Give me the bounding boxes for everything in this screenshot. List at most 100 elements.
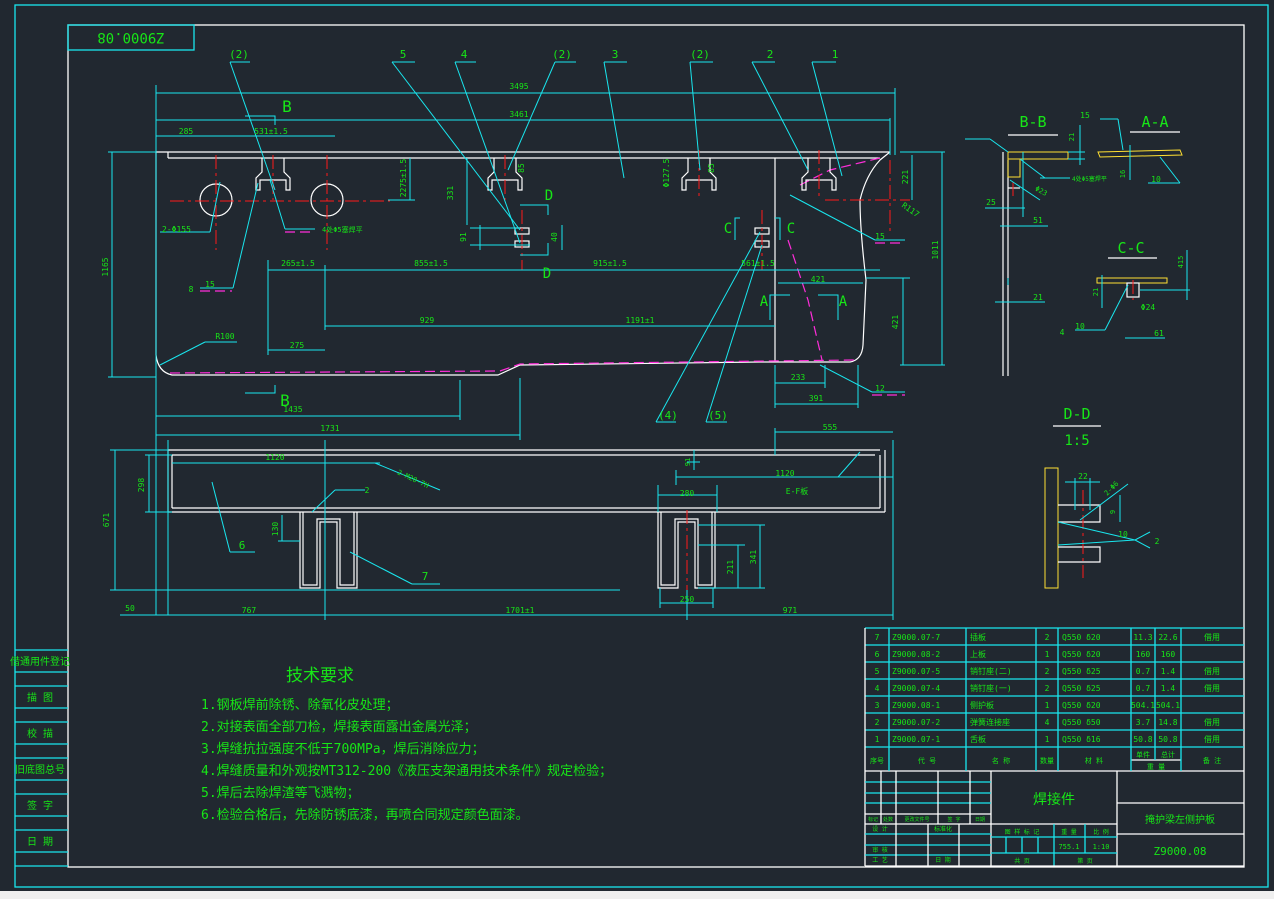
side-table-cell: 描 图 bbox=[27, 691, 53, 704]
dim-label: 1701±1 bbox=[506, 606, 535, 615]
svg-text:图 样 标 记: 图 样 标 记 bbox=[1005, 828, 1040, 836]
section-label: C bbox=[724, 221, 732, 237]
side-table-cell: 借通用件登记 bbox=[10, 655, 70, 668]
part-name: 焊接件 bbox=[1033, 791, 1075, 808]
bom-cell-note: 借用 bbox=[1204, 666, 1220, 676]
svg-text:更改文件号: 更改文件号 bbox=[904, 816, 929, 823]
bom-cell-material: Q550 δ50 bbox=[1062, 718, 1101, 727]
weld-size: 15 bbox=[205, 280, 215, 289]
dim-label: 21 bbox=[1092, 288, 1100, 296]
section-label: A bbox=[760, 294, 769, 310]
bom-cell-code: Z9000.07-5 bbox=[892, 667, 940, 676]
dim-label: 285 bbox=[179, 127, 194, 136]
dim-label: 391 bbox=[809, 394, 824, 403]
section-scale: 1:5 bbox=[1064, 433, 1089, 449]
weld-size: 15 bbox=[875, 232, 885, 241]
bom-cell-code: Z9000.07-2 bbox=[892, 718, 940, 727]
section-label: D bbox=[543, 266, 551, 282]
dim-label: 298 bbox=[137, 478, 146, 493]
bom-cell-qty: 2 bbox=[1045, 633, 1050, 642]
bom-cell-material: Q550 δ20 bbox=[1062, 650, 1101, 659]
balloon: 5 bbox=[400, 48, 407, 61]
weld-size: 12 bbox=[875, 384, 885, 393]
bom-cell-qty: 2 bbox=[1045, 684, 1050, 693]
balloon: (2) bbox=[690, 48, 710, 61]
bom-cell-code: Z9000.08-2 bbox=[892, 650, 940, 659]
dim-label: 421 bbox=[891, 315, 900, 330]
bom-header: 名 称 bbox=[992, 756, 1010, 765]
inner-frame bbox=[67, 24, 1245, 868]
dim-label: 9 bbox=[1109, 510, 1117, 514]
balloon: (2) bbox=[229, 48, 249, 61]
title-block-grid bbox=[865, 771, 1244, 867]
dim-label: Φ24 bbox=[1141, 303, 1156, 312]
svg-text:重 量: 重 量 bbox=[1061, 828, 1077, 836]
weld-size: 10 bbox=[1118, 530, 1128, 539]
section-title-b-b: B-B bbox=[1019, 113, 1046, 131]
tech-requirement-item: 4.焊缝质量和外观按MT312-200《液压支架通用技术条件》规定检验； bbox=[201, 763, 612, 779]
tech-requirement-item: 2.对接表面全部刀检，焊接表面露出金属光泽； bbox=[201, 719, 477, 735]
bom-cell-unit: 0.7 bbox=[1136, 667, 1151, 676]
dim-label: 1731 bbox=[320, 424, 339, 433]
weld-size: 10 bbox=[1151, 175, 1161, 184]
dim-label: 91 bbox=[459, 232, 468, 242]
dim-label: 16 bbox=[1119, 170, 1127, 178]
dim-label: 1435 bbox=[283, 405, 302, 414]
dim-label: 130 bbox=[271, 522, 280, 537]
dim-label: 1011 bbox=[931, 240, 940, 259]
section-label: D bbox=[545, 188, 553, 204]
bom-cell-total: 504.1 bbox=[1156, 701, 1180, 710]
bom-cell-total: 14.8 bbox=[1158, 718, 1177, 727]
bom-header: 单件 bbox=[1136, 750, 1150, 759]
dim-label: 671 bbox=[102, 513, 111, 528]
bom-cell-no: 7 bbox=[875, 633, 880, 642]
side-table-cell: 签 字 bbox=[27, 799, 53, 812]
bom-header: 代 号 bbox=[918, 756, 936, 765]
weld-marks bbox=[200, 231, 905, 396]
dim-label: 50 bbox=[125, 604, 135, 613]
dim-label: E-F板 bbox=[786, 486, 808, 496]
bom-cell-code: Z9000.07-1 bbox=[892, 735, 940, 744]
bom-cell-qty: 1 bbox=[1045, 650, 1050, 659]
bom-cell-no: 5 bbox=[875, 667, 880, 676]
dim-label: 91 bbox=[684, 458, 692, 466]
svg-text:比 例: 比 例 bbox=[1093, 828, 1109, 836]
dim-label: 265±1.5 bbox=[281, 259, 315, 268]
bom-cell-unit: 3.7 bbox=[1136, 718, 1151, 727]
bom-cell-qty: 4 bbox=[1045, 718, 1050, 727]
weld-note: 4处Φ5塞焊平 bbox=[1072, 175, 1107, 183]
bom-header: 材 料 bbox=[1085, 756, 1103, 765]
weld-size: 8 bbox=[189, 285, 194, 294]
svg-text:日期: 日期 bbox=[975, 817, 985, 823]
svg-text:第 页: 第 页 bbox=[1077, 857, 1093, 865]
balloon: 6 bbox=[239, 539, 246, 552]
bom-cell-qty: 2 bbox=[1045, 667, 1050, 676]
dim-label: 85 bbox=[517, 163, 526, 173]
bom-table-grid bbox=[864, 627, 1244, 866]
bom-cell-unit: 504.1 bbox=[1131, 701, 1155, 710]
bom-cell-name: 插板 bbox=[970, 632, 986, 642]
section-label: B bbox=[280, 391, 290, 410]
bom-cell-code: Z9000.07-7 bbox=[892, 633, 940, 642]
bom-cell-material: Q550 δ16 bbox=[1062, 735, 1101, 744]
weld-size: 15 bbox=[1080, 111, 1090, 120]
dim-label: 51 bbox=[1033, 216, 1043, 225]
svg-text:标记: 标记 bbox=[868, 816, 878, 823]
dim-label: 555 bbox=[823, 423, 838, 432]
svg-text:审 核: 审 核 bbox=[872, 846, 888, 854]
dim-label: 421 bbox=[811, 275, 826, 284]
bom-cell-total: 50.8 bbox=[1158, 735, 1177, 744]
bom-header: 备 注 bbox=[1203, 756, 1221, 765]
dim-label: 1191±1 bbox=[626, 316, 655, 325]
balloon: (4) bbox=[658, 409, 678, 422]
dim-label: 855±1.5 bbox=[414, 259, 448, 268]
bom-cell-total: 1.4 bbox=[1161, 684, 1176, 693]
tech-requirement-item: 3.焊缝抗拉强度不低于700MPa，焊后消除应力； bbox=[201, 741, 485, 757]
bom-cell-note: 借用 bbox=[1204, 632, 1220, 642]
dim-label: 2-Φ155 bbox=[162, 225, 191, 234]
bom-cell-note: 借用 bbox=[1204, 734, 1220, 744]
bom-cell-material: Q550 δ25 bbox=[1062, 667, 1101, 676]
dim-label: 250 bbox=[680, 595, 695, 604]
bom-cell-name: 销钉座(一) bbox=[970, 683, 1012, 693]
